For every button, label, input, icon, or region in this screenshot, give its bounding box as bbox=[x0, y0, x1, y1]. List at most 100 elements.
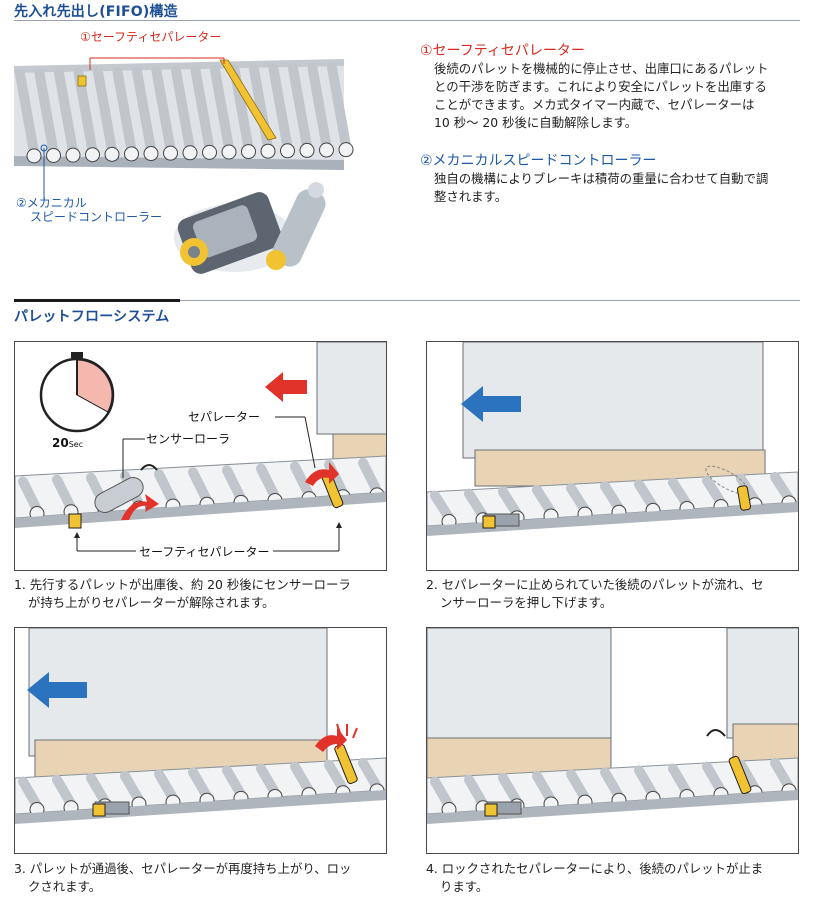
speed-controller-image bbox=[174, 182, 326, 274]
roller-end bbox=[85, 147, 100, 163]
roller-end bbox=[299, 142, 315, 158]
timer-label: 20Sec bbox=[52, 436, 83, 450]
step3-caption-line1: 3. パレットが通過後、セパレーターが再度持ち上がり、ロッ bbox=[14, 861, 352, 876]
roller bbox=[171, 65, 195, 154]
roller bbox=[327, 62, 351, 151]
roller bbox=[290, 461, 314, 500]
roller bbox=[86, 772, 110, 807]
roller bbox=[18, 776, 42, 811]
roller-end bbox=[124, 146, 139, 162]
roller bbox=[52, 774, 76, 809]
step2-panel bbox=[426, 341, 799, 571]
step4-caption-line1: 4. ロックされたセパレーターにより、後続のパレットが止ま bbox=[426, 861, 764, 876]
roller bbox=[430, 776, 454, 811]
step1-label-separator: セパレーター bbox=[188, 410, 261, 424]
step3-caption: 3. パレットが通過後、セパレーターが再度持ち上がり、ロッ クされます。 bbox=[14, 860, 394, 896]
roller-end bbox=[65, 147, 81, 163]
step2-caption: 2. セパレーターに止められていた後続のパレットが流れ、セ ンサーローラを押し下… bbox=[426, 576, 806, 612]
fifo-label-speed-controller: ②メカニカル スピードコントローラー bbox=[16, 196, 162, 224]
roller bbox=[112, 66, 137, 155]
roller-end bbox=[104, 146, 120, 162]
roller bbox=[290, 761, 314, 796]
roller bbox=[15, 68, 39, 157]
roller bbox=[358, 757, 382, 792]
roller-end bbox=[319, 142, 334, 158]
roller-end bbox=[46, 147, 61, 163]
roller bbox=[464, 488, 488, 521]
pallet-section-rule-accent bbox=[14, 299, 180, 302]
roller bbox=[600, 481, 624, 514]
step1-caption: 1. 先行するパレットが出庫後、約 20 秒後にセンサーローラ が持ち上がりセパ… bbox=[14, 576, 394, 612]
pallet-section-rule bbox=[14, 300, 800, 301]
roller bbox=[498, 772, 522, 807]
roller bbox=[634, 479, 658, 512]
step2-caption-line1: 2. セパレーターに止められていた後続のパレットが流れ、セ bbox=[426, 577, 764, 592]
roller-end bbox=[221, 144, 237, 160]
roller bbox=[54, 68, 78, 157]
item2-line: 整されます。 bbox=[434, 189, 508, 204]
item1-line: 10 秒～ 20 秒後に自動解除します。 bbox=[434, 115, 638, 130]
roller bbox=[93, 67, 117, 156]
item2-title: ②メカニカルスピードコントローラー bbox=[420, 153, 657, 169]
timer-unit: Sec bbox=[68, 440, 84, 449]
roller bbox=[222, 465, 246, 504]
roller-end bbox=[163, 145, 178, 161]
roller bbox=[668, 763, 692, 798]
item1-title: ①セーフティセパレーター bbox=[420, 43, 585, 59]
roller bbox=[120, 770, 144, 805]
roller-end bbox=[202, 144, 217, 160]
step1-label-safety-separator: セーフティセパレーター bbox=[136, 543, 273, 560]
roller-end bbox=[338, 142, 354, 158]
roller bbox=[532, 484, 556, 517]
roller bbox=[702, 761, 726, 796]
step2-blue-arrow bbox=[461, 386, 521, 422]
roller-end bbox=[26, 148, 42, 164]
roller bbox=[668, 477, 692, 510]
safety-separator-bar bbox=[219, 59, 277, 141]
roller bbox=[52, 474, 76, 513]
step4-panel bbox=[426, 627, 799, 854]
item2-description: 独自の機構によりブレーキは積荷の重量に合わせて自動で調 整されます。 bbox=[434, 170, 806, 206]
roller bbox=[770, 471, 794, 504]
roller bbox=[324, 759, 348, 794]
item1-description: 後続のパレットを機械的に停止させ、出庫口にあるパレット との干渉を防ぎます。これ… bbox=[434, 60, 806, 132]
step3-caption-line2: クされます。 bbox=[28, 879, 102, 894]
roller bbox=[154, 769, 178, 804]
roller bbox=[634, 765, 658, 800]
roller bbox=[566, 483, 590, 516]
roller bbox=[566, 769, 590, 804]
roller bbox=[498, 486, 522, 519]
pallet-section-title: パレットフローシステム bbox=[14, 309, 170, 325]
fifo-section-title: 先入れ先出し(FIFO)構造 bbox=[14, 4, 178, 20]
fifo-label-safety-separator: ①セーフティセパレーター bbox=[78, 28, 224, 45]
step1-red-arrow bbox=[265, 372, 307, 402]
step4-caption: 4. ロックされたセパレーターにより、後続のパレットが止ま ります。 bbox=[426, 860, 806, 896]
fifo-section-rule bbox=[14, 20, 800, 21]
roller-end bbox=[260, 143, 276, 159]
roller-end bbox=[280, 143, 295, 159]
step2-caption-line2: ンサーローラを押し下げます。 bbox=[440, 595, 613, 610]
roller-end bbox=[182, 145, 198, 161]
roller bbox=[34, 68, 59, 157]
roller-end bbox=[143, 146, 159, 162]
roller bbox=[464, 774, 488, 809]
roller-end bbox=[241, 144, 256, 160]
roller bbox=[151, 66, 176, 155]
roller bbox=[358, 457, 382, 496]
roller bbox=[532, 770, 556, 805]
step1-caption-line2: が持ち上がりセパレーターが解除されます。 bbox=[28, 595, 275, 610]
roller bbox=[307, 63, 332, 152]
roller bbox=[18, 476, 42, 515]
fifo-label-speed-line2: スピードコントローラー bbox=[30, 210, 163, 224]
step3-blue-arrow bbox=[27, 672, 87, 708]
fifo-label-speed-line1: ②メカニカル bbox=[16, 196, 87, 210]
item1-line: ことができます。メカ式タイマー内蔵で、セパレーターは bbox=[434, 97, 755, 112]
item1-line: 後続のパレットを機械的に停止させ、出庫口にあるパレット bbox=[434, 61, 769, 76]
fifo-illustration bbox=[14, 28, 354, 280]
roller bbox=[770, 757, 794, 792]
roller bbox=[256, 463, 280, 502]
roller bbox=[132, 66, 156, 155]
roller bbox=[188, 767, 212, 802]
item2-line: 独自の機構によりブレーキは積荷の重量に合わせて自動で調 bbox=[434, 171, 769, 186]
roller bbox=[430, 490, 454, 523]
